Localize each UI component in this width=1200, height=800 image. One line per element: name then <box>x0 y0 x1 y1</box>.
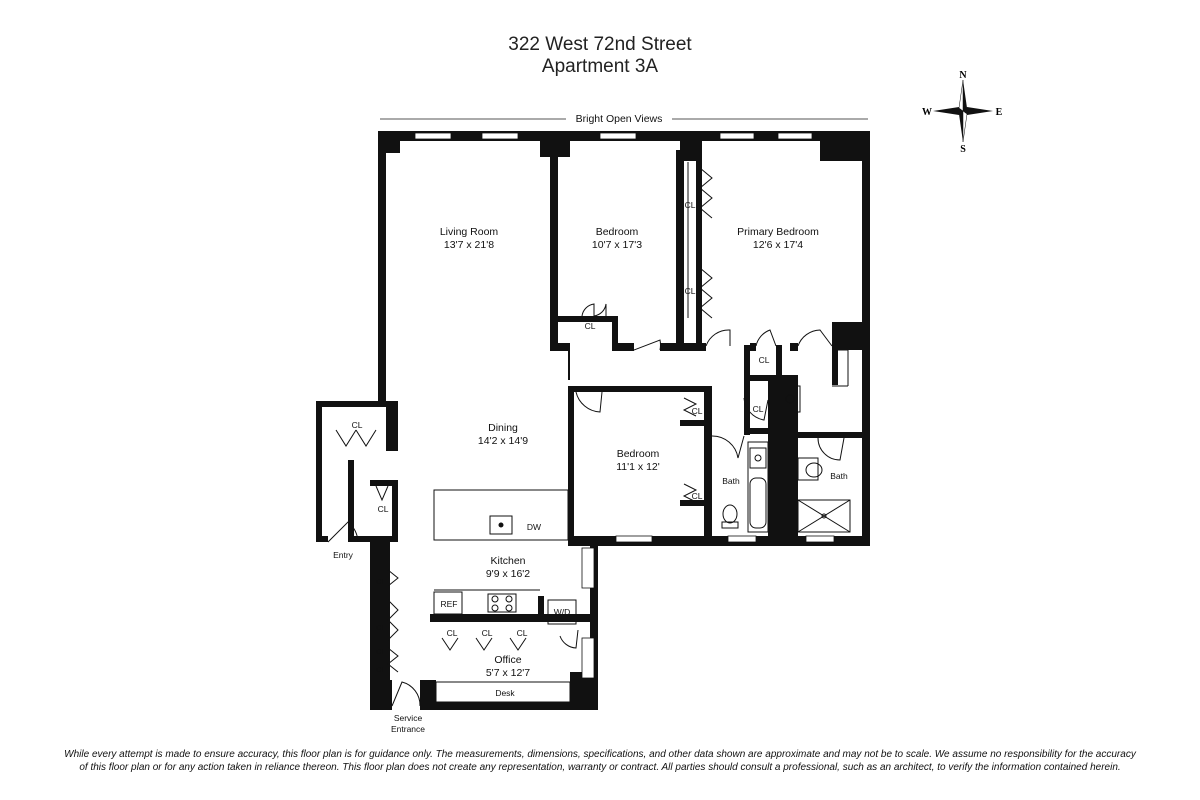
closet-label: CL <box>482 628 493 638</box>
apartment-title: Apartment 3A <box>541 56 659 77</box>
closet-label: CL <box>685 286 696 296</box>
closet-label: CL <box>585 321 596 331</box>
disclaimer-line-2: of this floor plan or for any action tak… <box>79 762 1121 773</box>
compass-west: W <box>922 107 932 118</box>
fixtures <box>433 162 851 703</box>
floor-plan: Bright Open Views N S W E <box>316 70 1003 734</box>
office-name: Office <box>494 654 521 666</box>
living-room-name: Living Room <box>440 226 499 238</box>
bedroom1-dims: 10'7 x 17'3 <box>592 239 642 251</box>
refrigerator-label: REF <box>441 599 458 609</box>
closet-label: CL <box>376 647 386 656</box>
closet-label: CL <box>447 628 458 638</box>
views-indicator: Bright Open Views <box>380 110 868 126</box>
primary-bedroom-dims: 12'6 x 17'4 <box>753 239 803 251</box>
dining-name: Dining <box>488 422 518 434</box>
washer-dryer-label: W/D <box>554 607 571 617</box>
closet-label: CL <box>692 491 703 501</box>
closet-label: CL <box>376 577 386 586</box>
closet-label: CL <box>376 623 386 632</box>
primary-bedroom-name: Primary Bedroom <box>737 226 819 238</box>
fixture-labels: CL CL CL CL CL CL CL CL CL CL CL CL CL C… <box>333 200 848 734</box>
closet-label: CL <box>692 406 703 416</box>
bath-label: Bath <box>722 476 740 486</box>
views-label: Bright Open Views <box>576 113 663 125</box>
closet-label: CL <box>753 404 764 414</box>
office-dims: 5'7 x 12'7 <box>486 667 530 679</box>
bath-label: Bath <box>830 471 848 481</box>
door-swings <box>327 303 845 707</box>
service-entrance-label-2: Entrance <box>391 724 425 734</box>
disclaimer-line-1: While every attempt is made to ensure ac… <box>64 749 1136 760</box>
address-title: 322 West 72nd Street <box>508 34 692 55</box>
desk-label: Desk <box>495 688 515 698</box>
compass-icon: N S W E <box>922 70 1003 155</box>
bedroom1-name: Bedroom <box>596 226 639 238</box>
closet-doors <box>387 167 713 673</box>
compass-north: N <box>959 70 967 81</box>
walls <box>316 131 870 710</box>
disclaimer: While every attempt is made to ensure ac… <box>40 748 1160 774</box>
closet-label: CL <box>378 504 389 514</box>
closet-label: CL <box>759 355 770 365</box>
dishwasher-label: DW <box>527 522 541 532</box>
closet-label: CL <box>517 628 528 638</box>
service-entrance-label-1: Service <box>394 713 423 723</box>
bedroom2-name: Bedroom <box>617 448 660 460</box>
living-room-dims: 13'7 x 21'8 <box>444 239 494 251</box>
compass-south: S <box>960 144 966 155</box>
dining-dims: 14'2 x 14'9 <box>478 435 528 447</box>
room-labels: Living Room 13'7 x 21'8 Bedroom 10'7 x 1… <box>440 226 819 679</box>
closet-label: CL <box>352 420 363 430</box>
kitchen-dims: 9'9 x 16'2 <box>486 568 530 580</box>
windows <box>414 132 835 679</box>
kitchen-name: Kitchen <box>490 555 525 567</box>
bedroom2-dims: 11'1 x 12' <box>616 461 660 473</box>
compass-east: E <box>996 107 1003 118</box>
entry-label: Entry <box>333 550 354 560</box>
closet-label: CL <box>685 200 696 210</box>
closet-label: CL <box>376 665 386 674</box>
